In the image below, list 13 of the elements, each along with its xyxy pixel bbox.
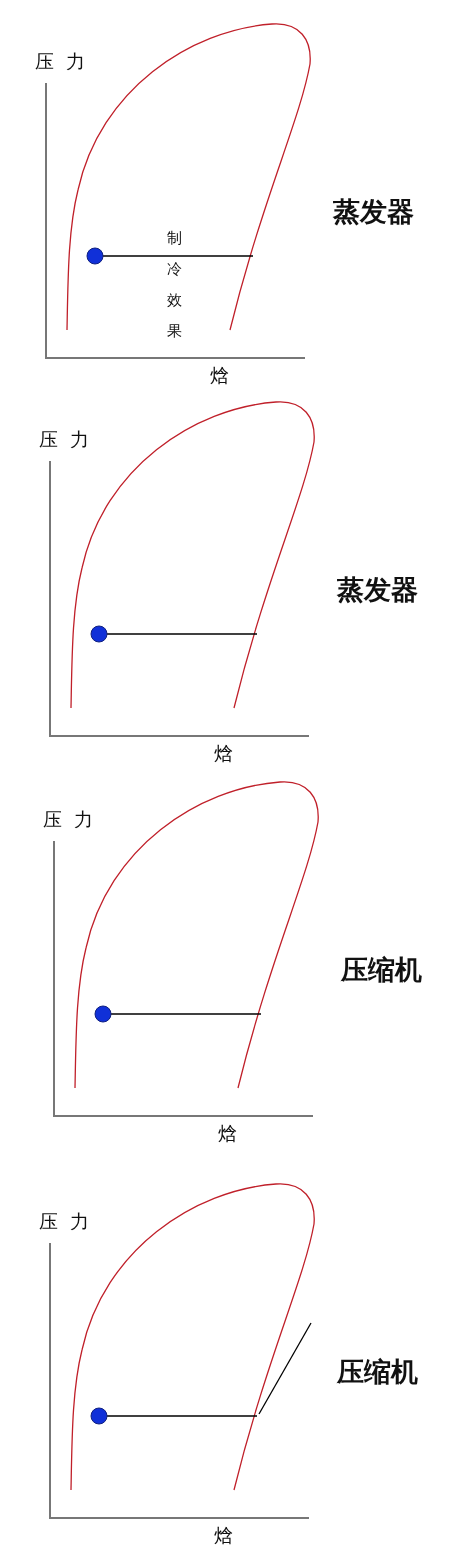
axis-label: 压力 [39,430,101,449]
axis-label: 压力 [35,52,97,71]
axis-label: 压力 [43,810,105,829]
component-label: 蒸发器 [337,576,418,603]
component-label: 压缩机 [341,956,422,983]
axis-label: 焓 [210,366,229,385]
axis-label: 焓 [214,744,233,763]
component-label: 蒸发器 [333,198,414,225]
axis-label: 焓 [214,1526,233,1545]
curve-annotation: 制冷效果 [167,228,197,342]
axis-label: 压力 [39,1212,101,1231]
component-label: 压缩机 [337,1358,418,1385]
axis-label: 焓 [218,1124,237,1143]
